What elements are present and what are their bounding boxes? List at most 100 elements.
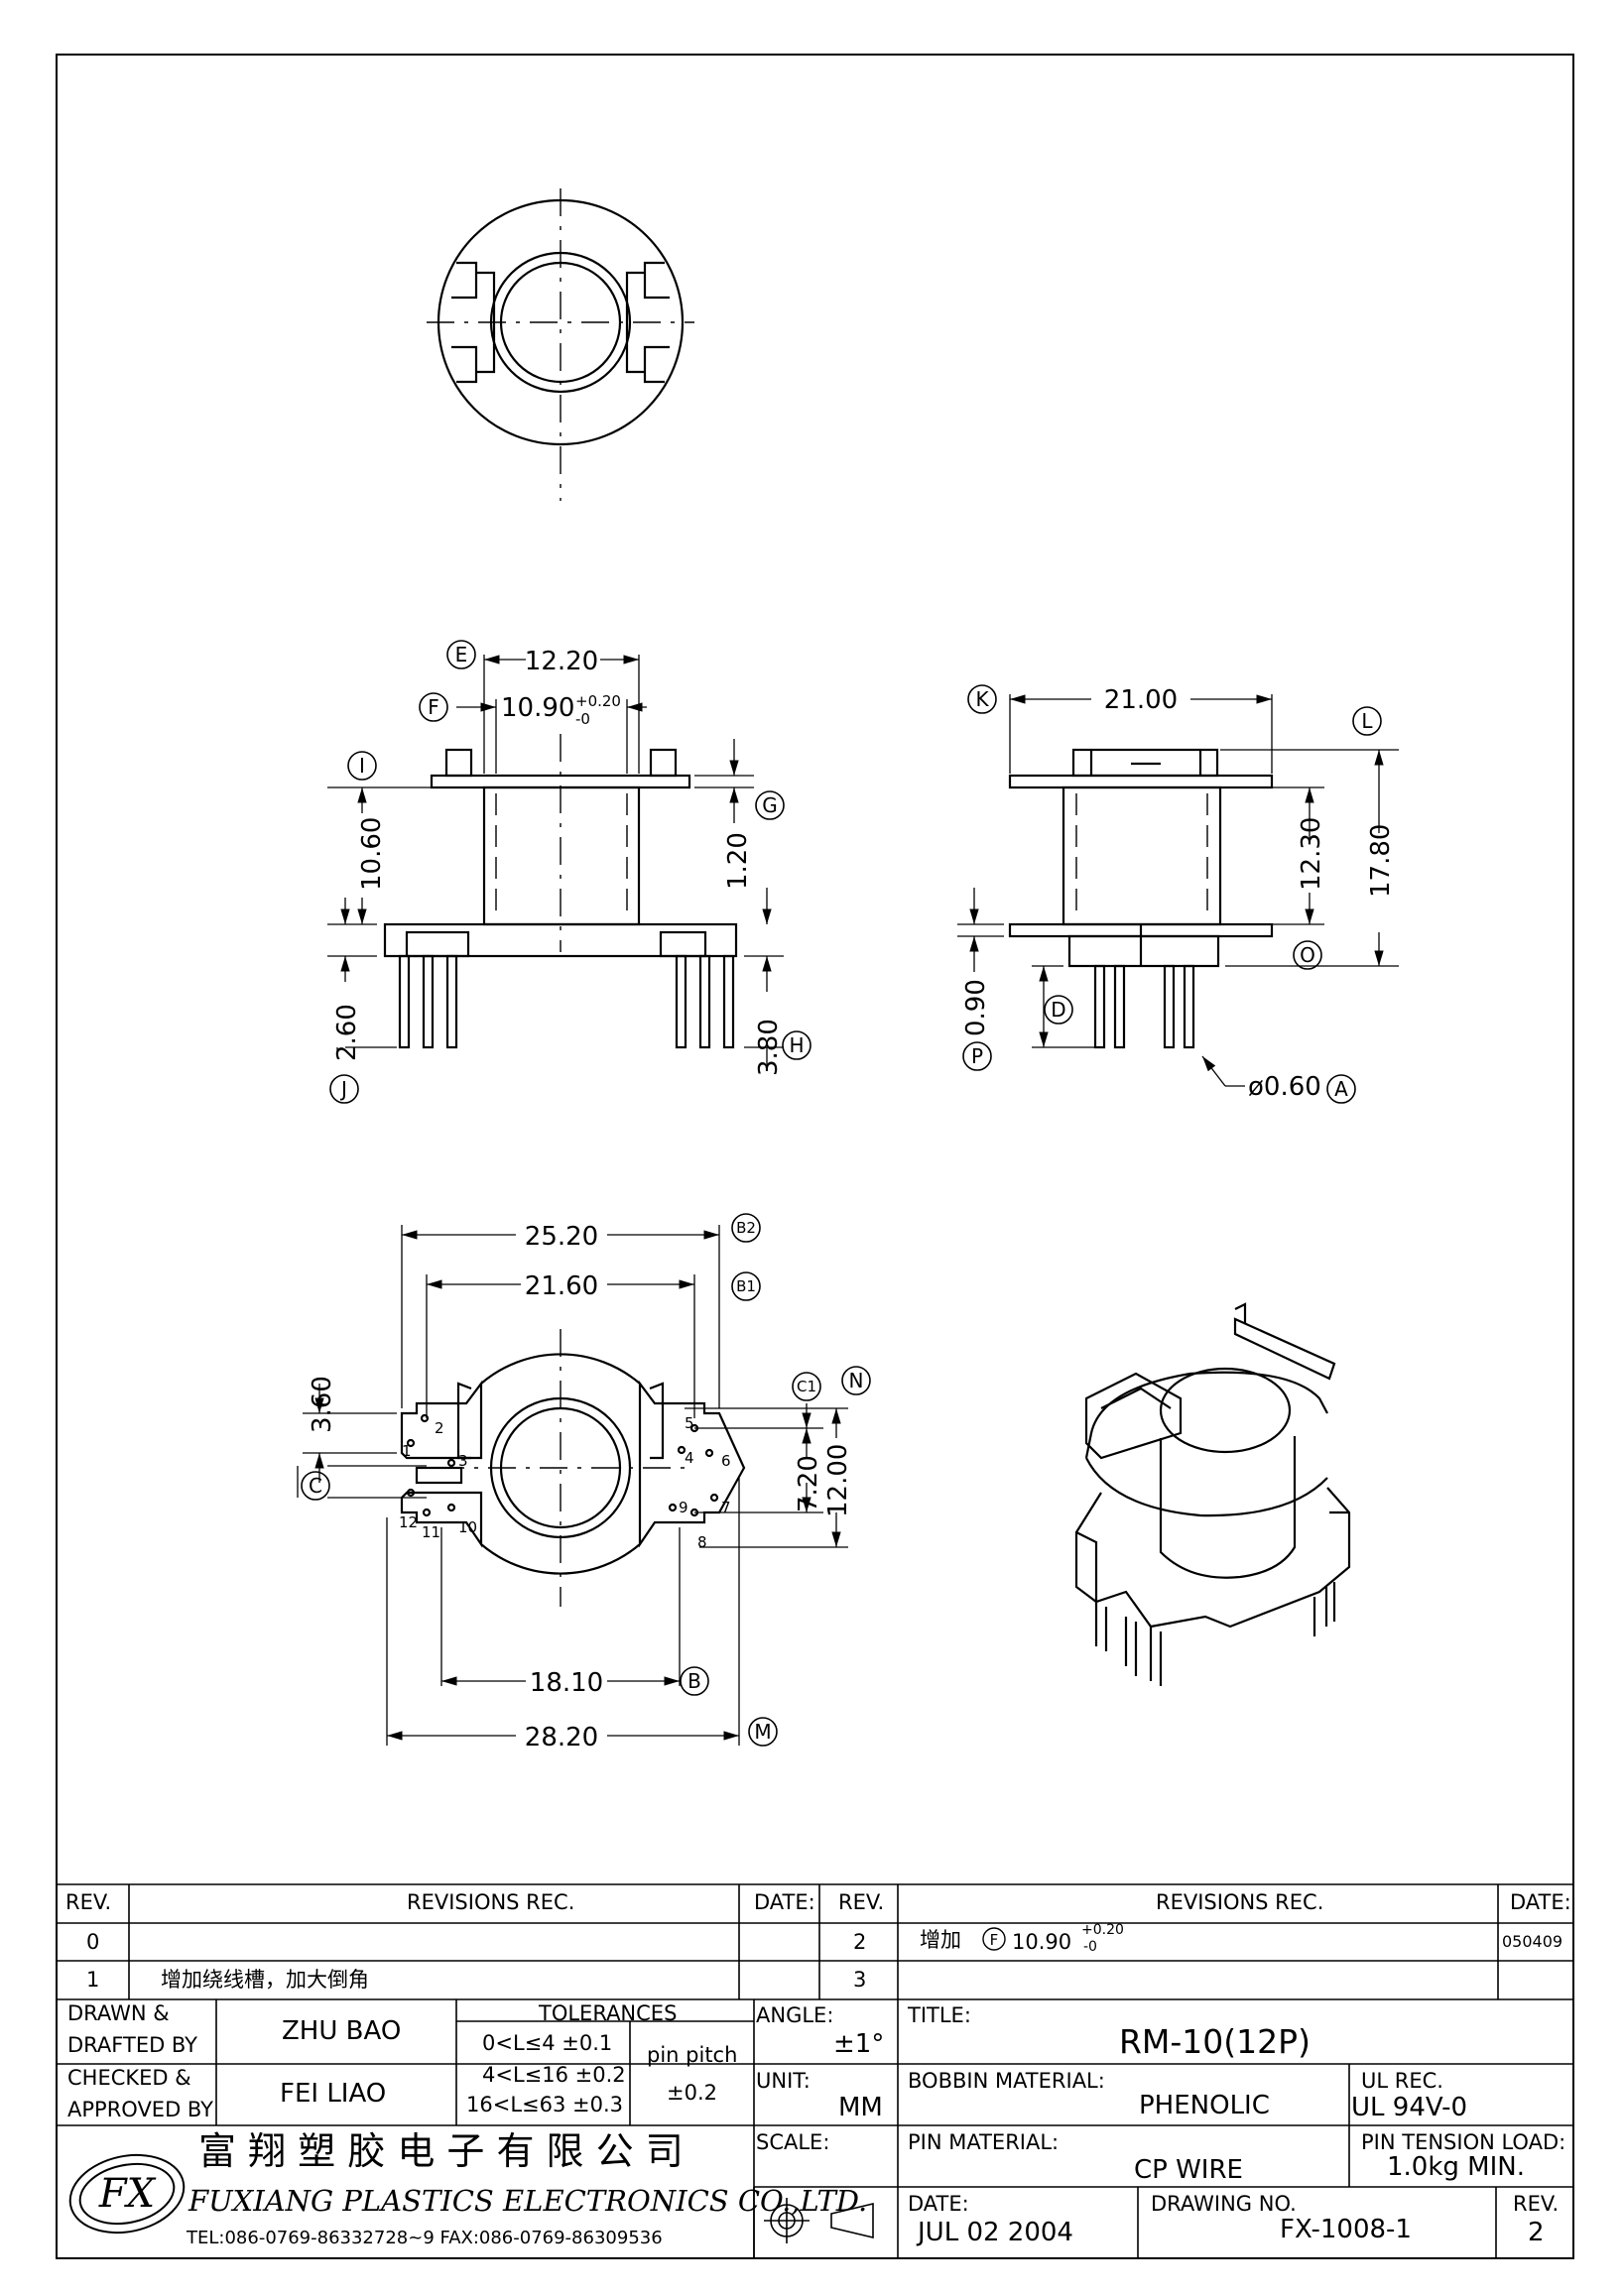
callout-letters: E F I G J H K L O D P A B2 B1 B M C C1 N bbox=[309, 643, 1373, 1744]
callout-k: K bbox=[975, 687, 989, 711]
pin-pitch-label: pin pitch bbox=[647, 2043, 738, 2067]
title-block-grid bbox=[57, 1883, 1573, 2258]
end-view-dimensions bbox=[957, 694, 1399, 1087]
logo-text: FX bbox=[98, 2171, 157, 2217]
ul-rec-label: UL REC. bbox=[1361, 2069, 1443, 2093]
date-label: DATE: bbox=[908, 2192, 969, 2216]
pin-tension-label: PIN TENSION LOAD: bbox=[1361, 2130, 1566, 2154]
dim-j-text: 2.60 bbox=[332, 1004, 362, 1061]
rev-2-value: 10.90 bbox=[1012, 1930, 1072, 1954]
bottom-view-pin-numbers: 1 2 3 4 5 6 7 8 9 10 11 12 bbox=[399, 1414, 731, 1551]
sheet-border bbox=[56, 54, 1574, 2259]
pin-number-12: 12 bbox=[399, 1513, 418, 1531]
end-view-dim-text: 21.00 17.80 12.30 0.90 ø0.60 bbox=[961, 685, 1396, 1102]
checked-label-2: APPROVED BY bbox=[67, 2098, 214, 2121]
rev-3: 3 bbox=[853, 1968, 867, 1992]
pin-number-6: 6 bbox=[721, 1452, 731, 1470]
callout-j: J bbox=[339, 1077, 347, 1101]
checked-by: FEI LIAO bbox=[280, 2079, 387, 2109]
revisions-header-left: REVISIONS REC. bbox=[407, 1890, 575, 1914]
drawn-by: ZHU BAO bbox=[282, 2016, 402, 2046]
rev-2-date: 050409 bbox=[1502, 1932, 1563, 1951]
callout-b1: B1 bbox=[736, 1277, 756, 1295]
callout-e: E bbox=[455, 643, 468, 666]
rev-2-text: 增加 bbox=[920, 1928, 961, 1952]
bobbin-material-value: PHENOLIC bbox=[1139, 2091, 1270, 2120]
rev-2-tol-minus: -0 bbox=[1083, 1939, 1097, 1955]
side-view-dim-text: 12.20 10.90 +0.20 -0 10.60 1.20 2.60 3.8… bbox=[332, 647, 784, 1076]
drawing-no-value: FX-1008-1 bbox=[1280, 2215, 1412, 2244]
bottom-view-dimensions bbox=[297, 1225, 848, 1746]
callout-b2: B2 bbox=[736, 1219, 756, 1237]
unit-value: MM bbox=[838, 2093, 883, 2122]
date-value: JUL 02 2004 bbox=[918, 2218, 1073, 2247]
dim-o-text: 12.30 bbox=[1297, 817, 1326, 891]
dim-pin-dia-text: ø0.60 bbox=[1248, 1072, 1321, 1102]
revisions-header-right: REVISIONS REC. bbox=[1156, 1890, 1324, 1914]
date-header-left: DATE: bbox=[754, 1890, 815, 1914]
dim-n-text: 12.00 bbox=[823, 1444, 853, 1517]
company-name-cn: 富 翔 塑 胶 电 子 有 限 公 司 bbox=[198, 2129, 684, 2173]
callout-c1: C1 bbox=[797, 1378, 816, 1395]
pin-material-value: CP WIRE bbox=[1134, 2155, 1243, 2185]
angle-value: ±1° bbox=[833, 2029, 885, 2059]
dim-g-text: 1.20 bbox=[723, 832, 753, 890]
callout-b: B bbox=[687, 1669, 701, 1693]
callout-p: P bbox=[971, 1044, 983, 1068]
bobbin-material-label: BOBBIN MATERIAL: bbox=[908, 2069, 1105, 2093]
dim-b1-text: 21.60 bbox=[525, 1271, 598, 1301]
date-header-right: DATE: bbox=[1510, 1890, 1571, 1914]
title-label: TITLE: bbox=[908, 2003, 971, 2027]
bottom-view bbox=[400, 1329, 746, 1607]
pin-number-5: 5 bbox=[685, 1414, 694, 1432]
pin-number-7: 7 bbox=[721, 1499, 731, 1516]
callout-d: D bbox=[1051, 998, 1065, 1022]
dim-f-tol-minus: -0 bbox=[575, 710, 590, 728]
pin-tension-value: 1.0kg MIN. bbox=[1387, 2152, 1525, 2182]
rev-value: 2 bbox=[1528, 2218, 1545, 2247]
angle-label: ANGLE: bbox=[756, 2003, 834, 2027]
dim-l-text: 17.80 bbox=[1366, 824, 1396, 898]
tolerance-row-3: 16<L≤63 ±0.3 bbox=[466, 2093, 624, 2116]
callout-bubbles bbox=[301, 640, 1382, 1747]
rev-label: REV. bbox=[1513, 2192, 1560, 2216]
callout-n: N bbox=[849, 1369, 864, 1392]
callout-m: M bbox=[754, 1720, 771, 1744]
dim-k-text: 21.00 bbox=[1104, 685, 1178, 715]
top-view bbox=[427, 188, 694, 501]
dim-h-text: 3.80 bbox=[754, 1019, 784, 1076]
unit-label: UNIT: bbox=[756, 2069, 811, 2093]
rev-header-left: REV. bbox=[65, 1890, 112, 1914]
scale-label: SCALE: bbox=[756, 2130, 830, 2154]
dim-p-text: 0.90 bbox=[961, 979, 991, 1036]
projection-symbol-icon bbox=[764, 2198, 874, 2243]
callout-f: F bbox=[428, 695, 439, 719]
drawn-label-2: DRAFTED BY bbox=[67, 2033, 198, 2057]
dim-c-top-text: 3.60 bbox=[308, 1376, 337, 1433]
pin-number-1: 1 bbox=[402, 1442, 412, 1460]
pin-number-4: 4 bbox=[685, 1449, 694, 1467]
rev2-callout-circle bbox=[982, 1927, 1006, 1951]
ul-rec-value: UL 94V-0 bbox=[1351, 2093, 1468, 2122]
callout-a: A bbox=[1334, 1077, 1348, 1101]
pin-material-label: PIN MATERIAL: bbox=[908, 2130, 1060, 2154]
bottom-view-dim-text: 25.20 21.60 18.10 28.20 3.60 7.20 12.00 bbox=[308, 1222, 853, 1752]
pin-number-11: 11 bbox=[422, 1523, 440, 1541]
callout-o: O bbox=[1300, 943, 1315, 967]
pin-number-10: 10 bbox=[458, 1518, 477, 1536]
tolerance-row-1: 0<L≤4 ±0.1 bbox=[482, 2031, 613, 2055]
checked-label-1: CHECKED & bbox=[67, 2066, 191, 2090]
rev-header-right: REV. bbox=[838, 1890, 885, 1914]
title-value: RM-10(12P) bbox=[1119, 2022, 1311, 2061]
dim-f-tol-plus: +0.20 bbox=[575, 692, 621, 710]
callout-l: L bbox=[1361, 709, 1373, 733]
callout-c: C bbox=[309, 1474, 322, 1498]
rev-0: 0 bbox=[86, 1930, 100, 1954]
rev-2-tol-plus: +0.20 bbox=[1081, 1922, 1124, 1938]
tolerance-row-2: 4<L≤16 ±0.2 bbox=[482, 2063, 626, 2087]
side-view-dimensions bbox=[327, 655, 784, 1071]
tolerances-label: TOLERANCES bbox=[539, 2001, 678, 2025]
drawn-label-1: DRAWN & bbox=[67, 2001, 170, 2025]
callout-i: I bbox=[359, 754, 365, 778]
